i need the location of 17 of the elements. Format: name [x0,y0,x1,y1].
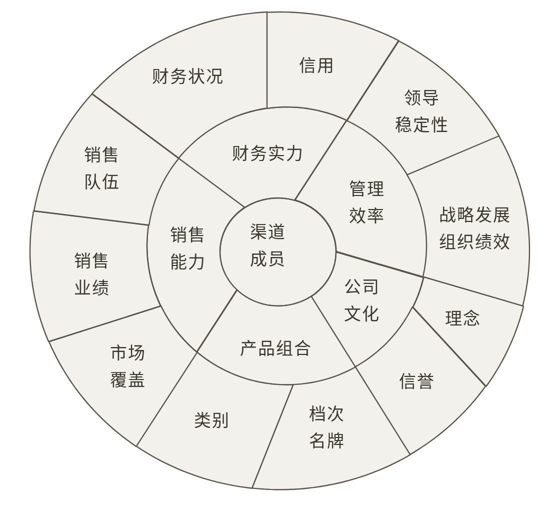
segment-label: 类别 [194,410,230,434]
segment-label: 销售队伍 [84,144,120,195]
segment-label: 销售业绩 [74,250,110,301]
segment-label: 理念 [444,308,481,332]
segment-label: 档次名牌 [308,404,345,454]
segment-label: 战略发展组织绩效 [438,204,511,255]
center-label: 渠道成员 [250,222,286,272]
segment-label: 领导稳定性 [394,88,449,138]
segment-label: 财务状况 [152,66,224,90]
segment-label: 产品组合 [240,338,312,362]
segment-label: 市场覆盖 [110,342,146,393]
segment-label: 公司文化 [344,276,380,327]
segment-label: 销售能力 [170,224,206,275]
segment-label: 财务实力 [232,143,304,166]
segment-label: 管理效率 [348,178,385,229]
segment-label: 信用 [299,55,335,78]
segment-label: 信誉 [398,371,435,394]
